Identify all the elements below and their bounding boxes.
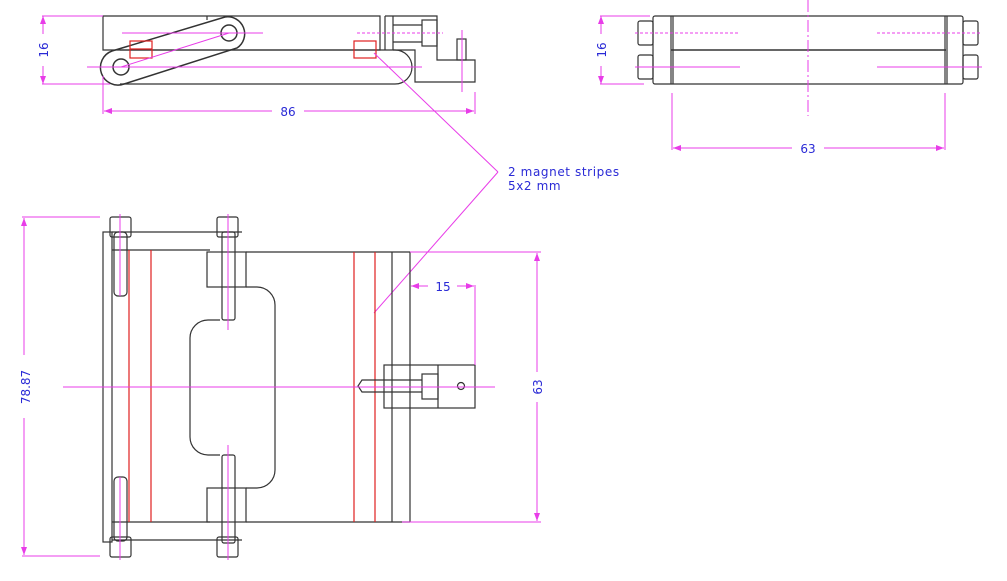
center-line: [120, 32, 230, 68]
bolt-icon: [109, 476, 132, 560]
annotation-line-2: 5x2 mm: [508, 179, 561, 193]
end-height-label: 16: [595, 42, 609, 57]
end-width-dimension: 63: [671, 93, 946, 156]
side-length-dimension: 86: [102, 76, 476, 119]
bolt-icon: [109, 214, 132, 297]
top-offset-label: 15: [435, 280, 450, 294]
top-overall-height-label: 78.87: [19, 370, 33, 404]
annotation-line-1: 2 magnet stripes: [508, 165, 620, 179]
side-magnet-stripe: [353, 40, 377, 59]
top-offset-dimension: 15: [411, 280, 476, 365]
magnet-annotation: 2 magnet stripes 5x2 mm: [373, 52, 620, 314]
clamp-hole-icon: [456, 381, 466, 391]
side-length-label: 86: [280, 105, 295, 119]
bolt-head-icon: [962, 20, 979, 46]
end-width-label: 63: [800, 142, 815, 156]
end-view: 16 63: [595, 0, 982, 156]
leader-line: [373, 171, 499, 314]
top-inner-height-label: 63: [531, 379, 545, 394]
top-view: 78.87 63 15: [19, 214, 545, 560]
bolt-icon: [206, 214, 247, 330]
side-height-dimension: 16: [37, 15, 110, 85]
bolt-icon: [206, 445, 247, 560]
end-height-dimension: 16: [595, 15, 650, 85]
top-overall-height-dimension: 78.87: [19, 216, 100, 557]
leader-line: [373, 52, 499, 173]
side-view: 16 86: [37, 15, 476, 119]
top-inner-height-dimension: 63: [402, 251, 545, 523]
side-height-label: 16: [37, 42, 51, 57]
